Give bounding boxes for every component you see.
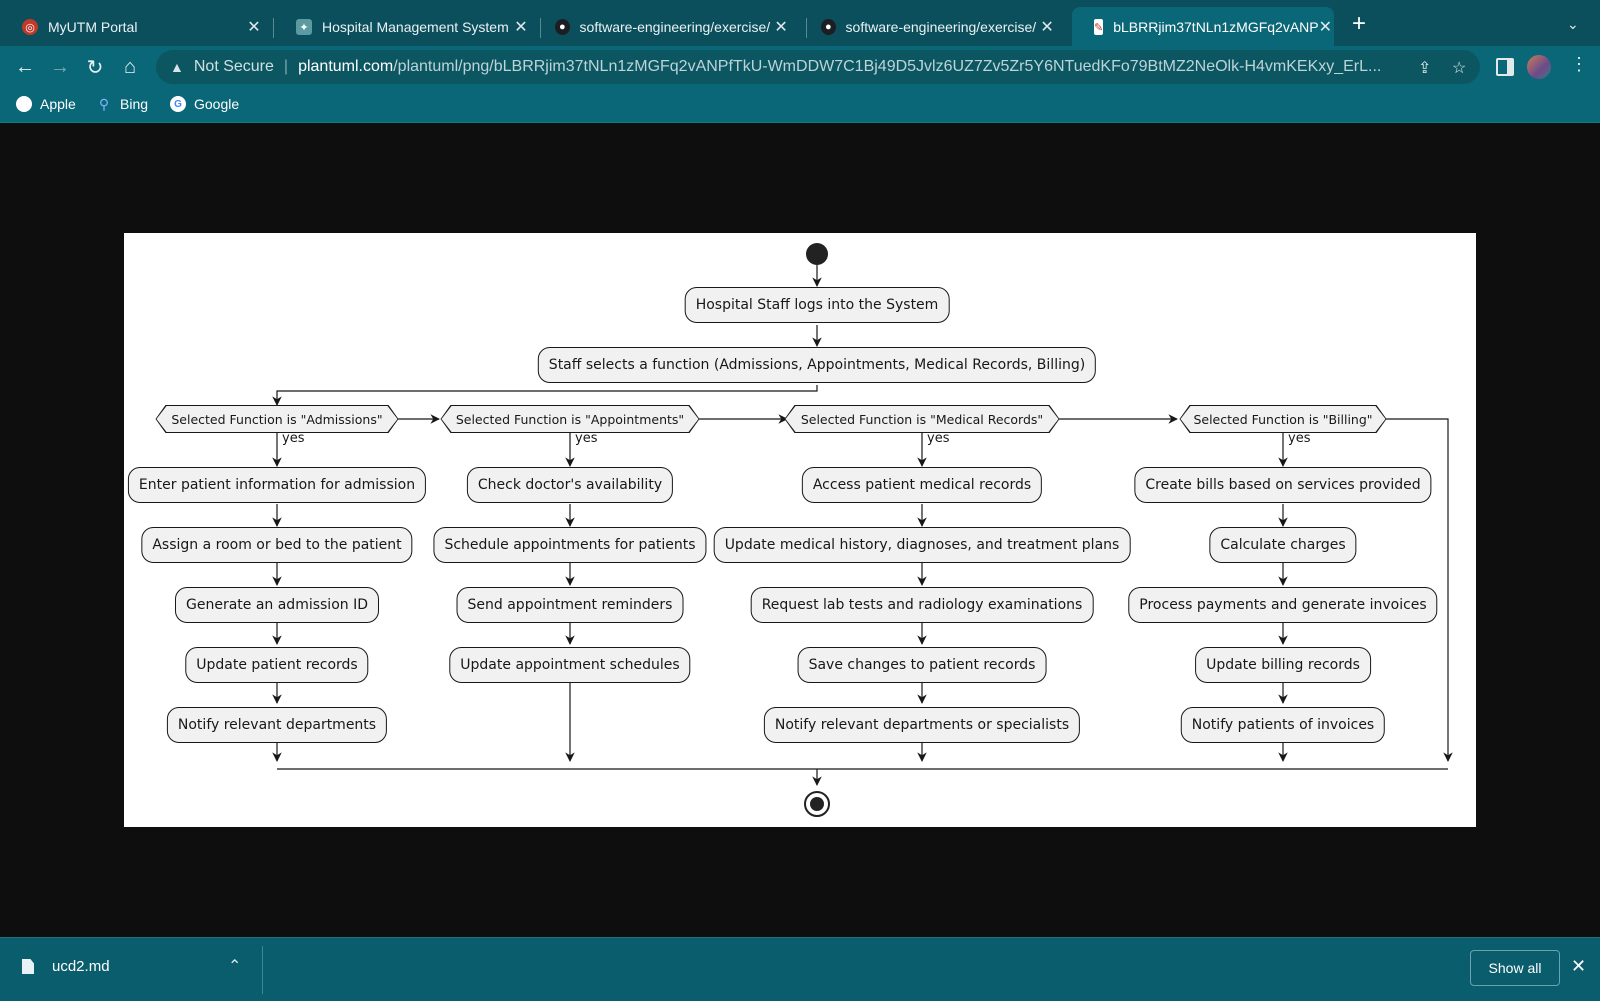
- diagram-connectors: [272, 262, 1453, 786]
- activity-step: Update patient records: [185, 647, 369, 683]
- bookmark-star-icon[interactable]: ☆: [1452, 60, 1467, 77]
- tab-divider: [806, 18, 807, 38]
- browser-toolbar: ← → ↻ ⌂ ▲ Not Secure | plantuml.com/plan…: [0, 46, 1600, 88]
- activity-step: Calculate charges: [1209, 527, 1357, 563]
- chevron-up-icon[interactable]: ⌃: [228, 958, 242, 975]
- apple-icon: [16, 96, 32, 112]
- activity-step: Notify patients of invoices: [1180, 707, 1386, 743]
- tab-title: bLBRRjim37tNLn1zMGFq2vANP: [1113, 19, 1319, 35]
- tab-strip: ◎ MyUTM Portal ✕ ✦ Hospital Management S…: [0, 0, 1600, 47]
- close-icon[interactable]: ✕: [1571, 956, 1587, 976]
- decision-medical-records: Selected Function is "Medical Records": [786, 406, 1059, 432]
- url-text[interactable]: plantuml.com/plantuml/png/bLBRRjim37tNLn…: [298, 58, 1418, 76]
- back-arrow-icon[interactable]: ←: [15, 55, 35, 78]
- activity-step: Save changes to patient records: [797, 647, 1047, 683]
- tab-title: software-engineering/exercise/: [579, 19, 771, 35]
- url-host: plantuml.com: [298, 58, 394, 75]
- activity-step: Assign a room or bed to the patient: [141, 527, 413, 563]
- close-tab-icon[interactable]: ✕: [774, 19, 788, 36]
- plantuml-icon: ✎: [1094, 19, 1104, 35]
- home-icon[interactable]: ⌂: [123, 55, 137, 78]
- new-tab-icon[interactable]: +: [1352, 10, 1367, 37]
- tab-title: MyUTM Portal: [48, 19, 138, 35]
- more-menu-icon[interactable]: ⋮: [1570, 54, 1588, 74]
- activity-select-function: Staff selects a function (Admissions, Ap…: [537, 347, 1097, 383]
- yes-label: yes: [575, 431, 598, 446]
- bookmark-apple[interactable]: Apple: [16, 96, 76, 112]
- bing-search-icon: ⚲: [98, 95, 110, 112]
- url-path: /plantuml/png/bLBRRjim37tNLn1zMGFq2vANPf…: [393, 58, 1382, 75]
- end-node: [804, 791, 830, 817]
- google-icon: G: [170, 96, 186, 112]
- warning-triangle-icon: ▲: [170, 59, 184, 75]
- bookmark-bing[interactable]: ⚲ Bing: [96, 95, 149, 113]
- address-bar[interactable]: ▲ Not Secure | plantuml.com/plantuml/png…: [156, 50, 1480, 84]
- decision-admissions: Selected Function is "Admissions": [157, 406, 398, 432]
- tab-software-engineering-1[interactable]: ● software-engineering/exercise/ ✕: [533, 7, 798, 47]
- decision-appointments: Selected Function is "Appointments": [442, 406, 699, 432]
- activity-step: Check doctor's availability: [466, 467, 674, 503]
- download-item[interactable]: ucd2.md: [22, 958, 110, 975]
- download-filename: ucd2.md: [52, 958, 110, 975]
- activity-step: Notify relevant departments: [166, 707, 388, 743]
- profile-avatar[interactable]: [1527, 55, 1551, 79]
- tab-title: Hospital Management System: [322, 19, 509, 35]
- utm-logo-icon: ◎: [22, 19, 38, 35]
- security-status[interactable]: Not Secure: [193, 58, 274, 75]
- bookmarks-bar: Apple ⚲ Bing G Google: [0, 88, 1600, 123]
- activity-step: Process payments and generate invoices: [1128, 587, 1438, 623]
- activity-step: Request lab tests and radiology examinat…: [750, 587, 1094, 623]
- tab-plantuml-active[interactable]: ✎ bLBRRjim37tNLn1zMGFq2vANP ✕: [1072, 7, 1334, 47]
- file-icon: [22, 959, 34, 974]
- bookmark-label: Bing: [120, 96, 149, 112]
- tab-divider: [273, 18, 274, 38]
- side-panel-icon[interactable]: [1496, 58, 1514, 76]
- activity-diagram-image: Hospital Staff logs into the System Staf…: [124, 233, 1476, 827]
- bookmark-label: Apple: [40, 96, 76, 112]
- activity-step: Generate an admission ID: [174, 587, 380, 623]
- close-tab-icon[interactable]: ✕: [514, 19, 528, 36]
- activity-step: Send appointment reminders: [456, 587, 684, 623]
- tab-search-chevron-icon[interactable]: ⌄: [1567, 16, 1579, 32]
- close-tab-icon[interactable]: ✕: [1040, 19, 1054, 36]
- downloads-bar: ucd2.md ⌃ Show all ✕: [0, 937, 1600, 1001]
- close-tab-icon[interactable]: ✕: [1318, 19, 1333, 36]
- address-separator: |: [283, 58, 289, 75]
- activity-step: Update medical history, diagnoses, and t…: [713, 527, 1131, 563]
- activity-login: Hospital Staff logs into the System: [684, 287, 950, 323]
- activity-step: Enter patient information for admission: [127, 467, 427, 503]
- openai-logo-icon: ✦: [296, 19, 312, 35]
- activity-step: Update billing records: [1195, 647, 1371, 683]
- activity-step: Access patient medical records: [801, 467, 1043, 503]
- tab-software-engineering-2[interactable]: ● software-engineering/exercise/ ✕: [799, 7, 1064, 47]
- tab-hospital-management-system[interactable]: ✦ Hospital Management System ✕: [274, 7, 539, 47]
- show-all-button[interactable]: Show all: [1470, 950, 1560, 986]
- tab-myutm-portal[interactable]: ◎ MyUTM Portal ✕: [0, 7, 272, 47]
- bookmark-google[interactable]: G Google: [170, 96, 239, 112]
- tab-title: software-engineering/exercise/: [845, 19, 1037, 35]
- close-tab-icon[interactable]: ✕: [247, 19, 261, 36]
- share-icon[interactable]: ⇪: [1418, 60, 1432, 77]
- yes-label: yes: [1288, 431, 1311, 446]
- activity-step: Notify relevant departments or specialis…: [763, 707, 1081, 743]
- yes-label: yes: [282, 431, 305, 446]
- bookmark-label: Google: [194, 96, 240, 112]
- tab-divider: [540, 18, 541, 38]
- yes-label: yes: [927, 431, 950, 446]
- activity-step: Create bills based on services provided: [1134, 467, 1432, 503]
- start-node: [806, 243, 828, 265]
- github-icon: ●: [821, 19, 836, 35]
- downloads-divider: [262, 946, 263, 994]
- forward-arrow-icon[interactable]: →: [50, 55, 70, 78]
- decision-billing: Selected Function is "Billing": [1181, 406, 1386, 432]
- github-icon: ●: [555, 19, 570, 35]
- activity-step: Schedule appointments for patients: [433, 527, 707, 563]
- reload-icon[interactable]: ↻: [86, 56, 104, 79]
- activity-step: Update appointment schedules: [449, 647, 691, 683]
